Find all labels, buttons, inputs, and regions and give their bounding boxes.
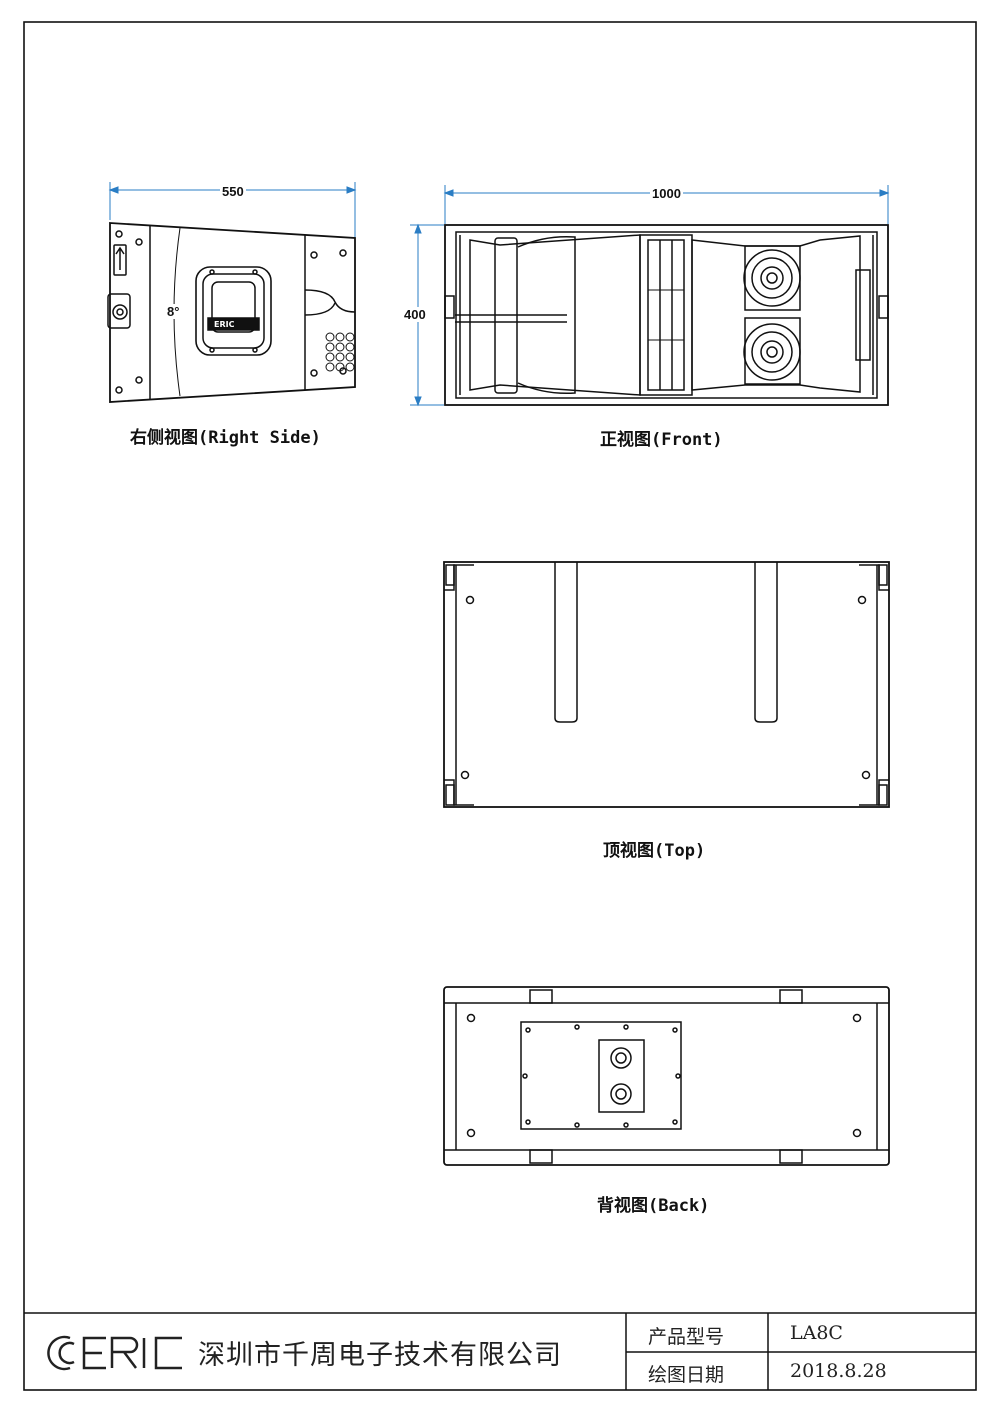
label-front: 正视图(Front)	[600, 430, 723, 450]
dim-width-side: 550	[220, 184, 246, 199]
handle-badge: ERIC	[214, 320, 235, 329]
company-name: 深圳市千周电子技术有限公司	[198, 1340, 562, 1371]
label-back: 背视图(Back)	[597, 1196, 710, 1216]
model-value: LA8C	[790, 1322, 843, 1344]
date-value: 2018.8.28	[790, 1360, 887, 1382]
date-label: 绘图日期	[648, 1364, 725, 1386]
dim-width-front: 1000	[650, 186, 683, 201]
title-block	[24, 1312, 976, 1390]
page-frame	[23, 21, 977, 1391]
back-view	[443, 986, 890, 1166]
dim-height-front: 400	[402, 307, 428, 322]
model-label: 产品型号	[648, 1326, 725, 1348]
right-side-view	[107, 182, 357, 403]
label-right-side: 右侧视图(Right Side)	[130, 428, 321, 448]
dim-angle: 8°	[165, 304, 182, 319]
top-view	[443, 561, 890, 808]
eric-logo	[47, 1335, 182, 1371]
label-top: 顶视图(Top)	[603, 841, 706, 861]
front-view	[410, 185, 890, 407]
